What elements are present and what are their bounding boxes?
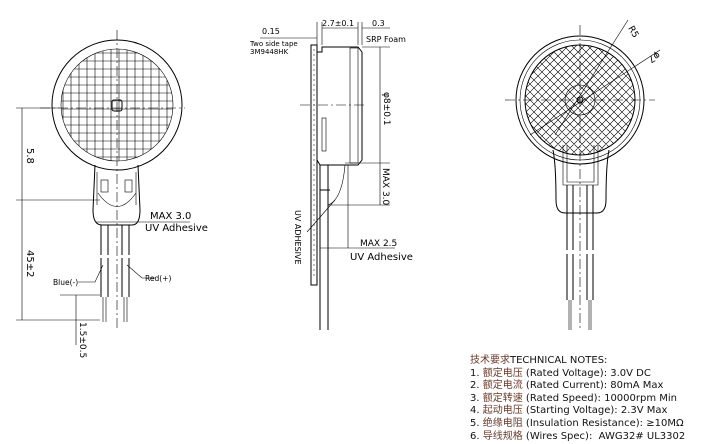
note-num: 6. bbox=[470, 430, 480, 442]
note-en: (Insulation Resistance): ≥10MΩ bbox=[525, 417, 684, 429]
note-item: 6. 导线规格 (Wires Spec): AWG32# UL3302 bbox=[470, 431, 685, 444]
tape-layer bbox=[310, 44, 318, 286]
note-en: (Rated Speed): 10000rpm Min bbox=[525, 392, 678, 404]
note-item: 1. 额定电压 (Rated Voltage): 3.0V DC bbox=[470, 368, 685, 381]
note-cn: 额定电流 bbox=[482, 380, 523, 392]
note-num: 2. bbox=[470, 380, 480, 392]
adhesive-label-side: UV Adhesive bbox=[350, 252, 413, 263]
back-view: R5 φ7 bbox=[505, 19, 662, 330]
note-en: (Rated Voltage): 3.0V DC bbox=[525, 367, 651, 379]
note-en: (Rated Current): 80mA Max bbox=[525, 380, 664, 392]
diameter-dim: φ8±0.1 bbox=[381, 92, 391, 126]
motor-body bbox=[316, 46, 363, 166]
technical-notes: 技术要求TECHNICAL NOTES:1. 额定电压 (Rated Volta… bbox=[470, 355, 685, 443]
adhesive-vertical-label: UV ADHESIVE bbox=[293, 210, 302, 265]
notes-title: 技术要求TECHNICAL NOTES: bbox=[470, 355, 685, 368]
note-cn: 起动电压 bbox=[482, 405, 523, 417]
note-cn: 额定电压 bbox=[482, 367, 523, 379]
max-width-label: MAX 3.0 bbox=[150, 211, 191, 222]
foam-thickness: 0.3 bbox=[372, 19, 385, 28]
body-thickness: 2.7±0.1 bbox=[322, 19, 354, 28]
tape-thickness: 0.15 bbox=[262, 27, 280, 36]
note-en: (Starting Voltage): 2.3V Max bbox=[525, 405, 668, 417]
note-cn: 额定转速 bbox=[482, 392, 523, 404]
diameter-dim-back: φ7 bbox=[646, 49, 661, 63]
max-height-dim: MAX 3.0 bbox=[380, 168, 390, 206]
front-view: 5.8 45±2 1.5±0.5 MAX 3.0 UV Adhesive Blu… bbox=[16, 30, 208, 358]
note-item: 3. 额定转速 (Rated Speed): 10000rpm Min bbox=[470, 393, 685, 406]
adhesive-label: UV Adhesive bbox=[145, 223, 208, 234]
notes-title-en: TECHNICAL NOTES: bbox=[510, 355, 608, 366]
note-item: 5. 绝缘电阻 (Insulation Resistance): ≥10MΩ bbox=[470, 418, 685, 431]
note-cn: 导线规格 bbox=[482, 430, 523, 442]
note-item: 4. 起动电压 (Starting Voltage): 2.3V Max bbox=[470, 405, 685, 418]
grid-pattern bbox=[61, 49, 173, 161]
note-num: 1. bbox=[470, 367, 480, 379]
note-en: (Wires Spec): AWG32# UL3302 bbox=[525, 430, 686, 442]
note-cn: 绝缘电阻 bbox=[482, 417, 523, 429]
max-width-dim: MAX 2.5 bbox=[360, 239, 397, 249]
note-num: 4. bbox=[470, 405, 480, 417]
dim-wire-length: 45±2 bbox=[24, 250, 35, 277]
note-num: 5. bbox=[470, 417, 480, 429]
radius-dim: R5 bbox=[625, 25, 640, 40]
wire-red-label: Red(+) bbox=[145, 274, 171, 283]
notes-title-cn: 技术要求 bbox=[470, 355, 510, 366]
foam-label: SRP Foam bbox=[366, 35, 406, 44]
note-num: 3. bbox=[470, 392, 480, 404]
dim-height: 5.8 bbox=[24, 148, 35, 164]
tape-label-1: Two side tape bbox=[249, 40, 298, 48]
tape-label-2: 3M9448HK bbox=[250, 48, 289, 56]
wire-blue-label: Blue(-) bbox=[53, 278, 78, 287]
side-view: 0.15 Two side tape 3M9448HK 2.7±0.1 0.3 … bbox=[249, 19, 413, 330]
dim-strip-length: 1.5±0.5 bbox=[77, 322, 87, 358]
note-item: 2. 额定电流 (Rated Current): 80mA Max bbox=[470, 380, 685, 393]
